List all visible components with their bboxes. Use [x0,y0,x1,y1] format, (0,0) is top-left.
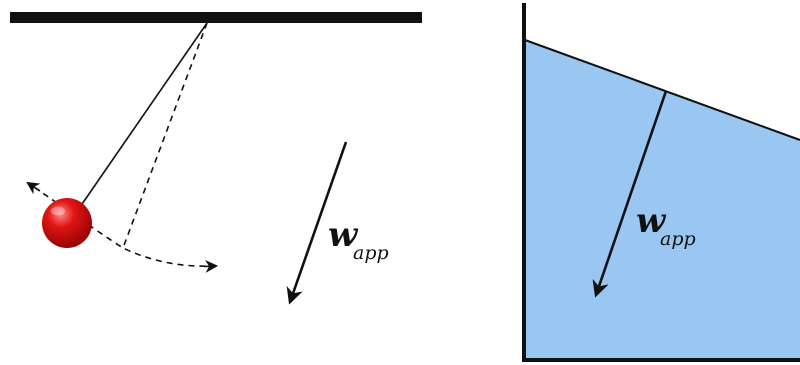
ceiling-bar [10,12,422,23]
water-region [525,40,800,360]
weight-arrow-left [286,141,348,305]
weight-subscript-left: app [353,242,389,264]
swing-arrow-left-icon [26,181,41,195]
equilibrium-string-dashed [122,22,208,249]
weight-subscript-right: app [660,228,696,250]
weight-symbol-left: w [328,215,359,255]
weight-arrow-right [592,90,668,298]
water-surface-line [524,39,800,141]
pendulum-scene: w app [10,12,422,305]
pendulum-bob [42,198,92,248]
swing-arrow-right-icon [203,260,219,273]
weight-symbol-right: w [636,201,667,241]
pendulum-string [79,22,208,208]
container-scene: w app [522,3,800,362]
bob-highlight [51,206,65,216]
